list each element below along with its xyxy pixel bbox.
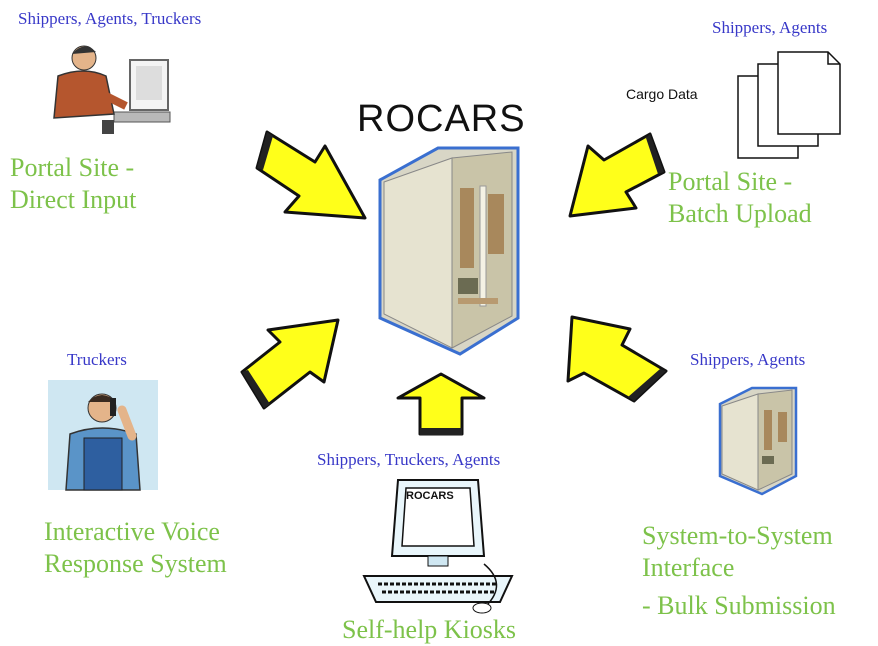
kiosk-screen-text: ROCARS [406,490,454,502]
phone-worker-icon [48,380,158,491]
kiosk-computer-icon [362,479,514,614]
batch-upload-label-line-2: Batch Upload [668,199,812,228]
ivrs-label-line-1: Interactive Voice [44,517,220,546]
direct-input-label-line-2: Direct Input [10,185,137,214]
kiosk-label: Self-help Kiosks [342,615,517,644]
arrow-from-system [566,315,668,403]
batch-upload-users: Shippers, Agents [712,18,828,37]
direct-input-users: Shippers, Agents, Truckers [18,9,202,28]
batch-upload-label-line-1: Portal Site - [668,167,793,196]
diagram-title: ROCARS [357,98,526,140]
arrow-from-ivrs [240,318,340,410]
kiosk-users: Shippers, Truckers, Agents [317,450,501,469]
direct-input-label: Portal Site - Direct Input [10,152,136,216]
system-users: Shippers, Agents [690,350,806,369]
documents-icon [737,51,841,159]
direct-input-label-line-1: Portal Site - [10,153,135,182]
ivrs-users: Truckers [67,350,127,369]
server-icon [378,146,520,356]
arrow-from-direct-input [255,130,367,220]
arrow-from-batch-upload [568,132,666,218]
ivrs-label: Interactive Voice Response System [44,516,227,580]
system-label-line-1: System-to-System [642,521,833,550]
system-label-line-3: - Bulk Submission [642,591,836,620]
cargo-data-label: Cargo Data [626,86,698,102]
ivrs-label-line-2: Response System [44,549,227,578]
person-at-computer-icon [53,45,171,134]
system-label-line-2: Interface [642,553,735,582]
batch-upload-label: Portal Site - Batch Upload [668,166,812,230]
small-server-icon [718,386,798,496]
system-label: System-to-System Interface - Bulk Submis… [642,520,836,622]
arrow-from-kiosk [396,372,486,436]
